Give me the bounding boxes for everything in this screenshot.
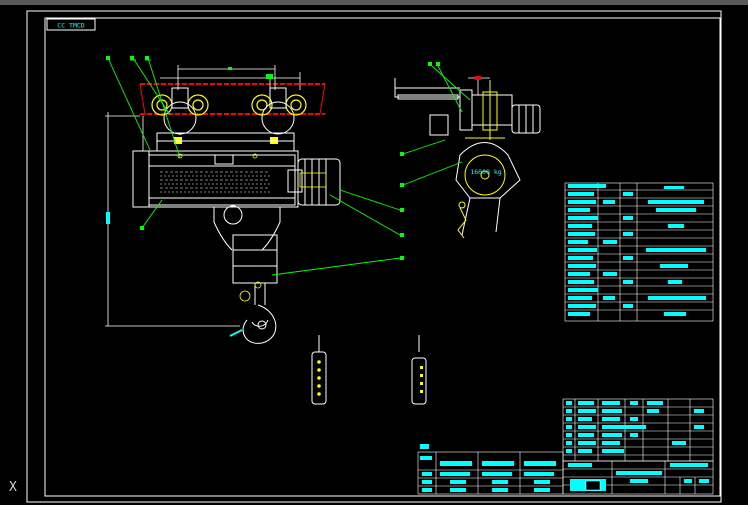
vertical-dimension (105, 112, 240, 327)
leader-lines-front (107, 57, 401, 276)
drawing-frame (26, 10, 722, 503)
hook-block (213, 205, 281, 344)
drum-rope-pattern (160, 171, 270, 193)
hoist-side-view: 16000 kg (394, 62, 541, 239)
trolley-wheels (151, 94, 307, 116)
viewport-title-bar (0, 0, 748, 5)
leader-lines-side (402, 65, 471, 186)
technical-data-table (564, 182, 714, 322)
drum-housing (132, 150, 299, 208)
drawing-canvas[interactable]: CC TMCD (0, 5, 748, 505)
trolley-side-plates (163, 87, 295, 135)
rail-beam (139, 83, 326, 115)
frame-tag-text: CC TMCD (57, 22, 84, 30)
title-block (417, 444, 714, 495)
load-label: 16000 kg (470, 168, 501, 176)
pendant-controls (311, 335, 427, 405)
parts-list (562, 398, 714, 462)
hoist-front-view (105, 56, 404, 344)
hoist-motor (287, 158, 341, 206)
frame-tag: CC TMCD (46, 18, 96, 31)
ucs-axis-icon: X (9, 480, 17, 495)
